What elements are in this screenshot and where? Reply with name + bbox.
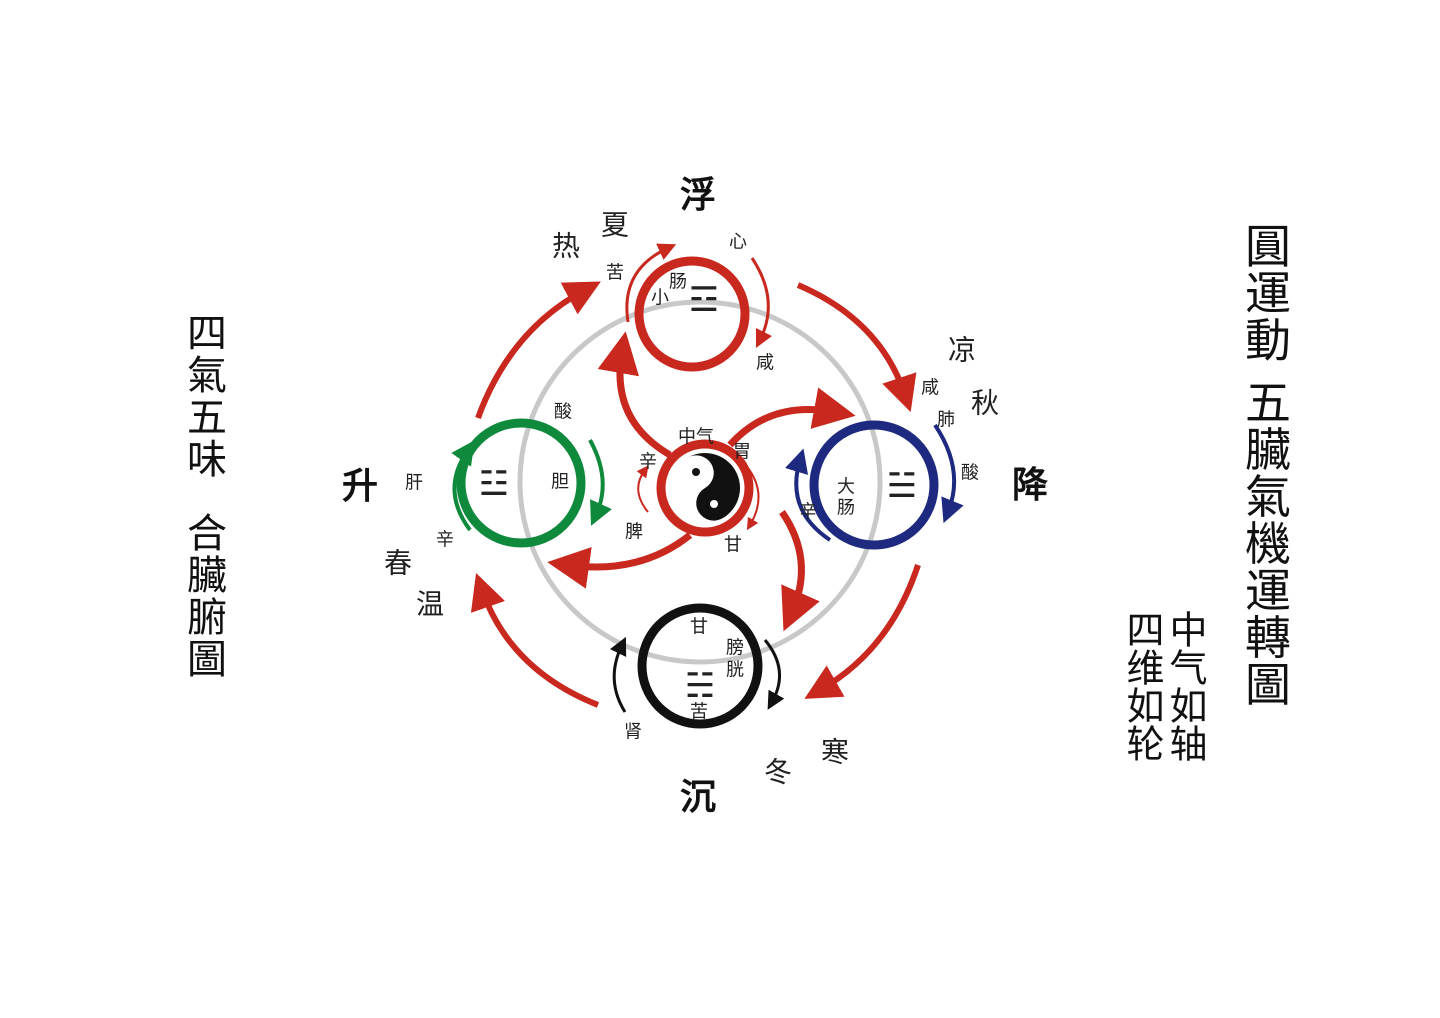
arrow-winter-spring	[470, 573, 600, 708]
arrow-center-top	[597, 331, 672, 459]
inner-top-1: 小	[651, 288, 669, 309]
trigram-bottom: ☵	[685, 666, 715, 706]
center-label: 中气	[678, 427, 714, 448]
organ-spleen: 脾	[625, 522, 643, 543]
orbit-arrow-right-in	[785, 448, 832, 542]
organ-lung: 肺	[937, 410, 955, 431]
left-title-2: 合臟腑圖	[180, 512, 226, 680]
inner-left: 胆	[551, 472, 569, 493]
quality-warm: 温	[416, 588, 444, 621]
taste-center-2: 甘	[724, 535, 742, 556]
quality-cool: 凉	[948, 334, 976, 367]
season-spring: 春	[384, 547, 412, 580]
heart-circle	[634, 256, 750, 372]
taste-left-in: 酸	[554, 402, 572, 423]
taste-right-in: 辛	[799, 502, 817, 523]
arrow-spring-summer	[475, 281, 601, 420]
orbit-arrow-left-out	[588, 439, 612, 526]
quality-cold: 寒	[821, 736, 849, 769]
orbit-arrow-top-out	[750, 257, 773, 349]
left-title-1: 四氣五味	[180, 312, 226, 480]
orbit-arrow-bottom-out	[763, 639, 785, 710]
orbit-arrow-right-out	[933, 423, 964, 524]
orbit-arrow-center-in	[636, 465, 649, 513]
inner-top-2: 肠	[669, 272, 687, 293]
organ-kidney: 肾	[624, 722, 642, 743]
lung-circle	[809, 420, 939, 550]
inner-right-1: 大	[837, 477, 855, 498]
right-title: 圓運動 五臟氣機運轉圖	[1238, 222, 1292, 708]
orbit-arrow-center-out	[746, 467, 760, 531]
inner-bottom-1: 膀	[726, 638, 744, 659]
direction-left: 升	[342, 465, 378, 507]
taste-bottom-out: 苦	[690, 702, 708, 723]
taste-center-1: 辛	[639, 452, 657, 473]
taste-right-pre: 咸	[921, 378, 939, 399]
taste-top-in: 苦	[606, 263, 624, 284]
direction-down: 沉	[680, 776, 716, 818]
central-ring	[517, 299, 883, 665]
season-winter: 冬	[764, 756, 792, 789]
right-col-2: 四维如轮	[1120, 610, 1164, 762]
direction-right: 降	[1012, 464, 1048, 506]
taste-top-out: 咸	[756, 353, 774, 374]
arrow-center-left	[547, 532, 693, 589]
taste-right-out: 酸	[961, 463, 979, 484]
arrow-autumn-winter	[804, 564, 921, 699]
arrow-center-right	[727, 387, 856, 448]
trigram-top: ☲	[689, 280, 719, 320]
organ-liver: 肝	[405, 473, 423, 494]
arrow-center-bottom	[779, 510, 820, 632]
organ-heart: 心	[729, 232, 747, 253]
kidney-circle	[637, 603, 763, 729]
liver-circle	[456, 418, 586, 548]
yin-yang-icon	[687, 453, 740, 521]
right-col-1: 中气如轴	[1163, 610, 1207, 762]
trigram-left: ☳	[479, 464, 509, 504]
trigram-right: ☱	[887, 466, 917, 506]
orbit-arrow-top-in	[625, 243, 677, 323]
taste-bottom-in: 甘	[690, 617, 708, 638]
orbit-arrow-bottom-in	[609, 636, 627, 713]
taste-left-out: 辛	[436, 530, 454, 551]
direction-up: 浮	[680, 174, 716, 216]
inner-right-2: 肠	[837, 498, 855, 519]
inner-bottom-2: 胱	[726, 660, 744, 681]
arrow-summer-autumn	[796, 282, 917, 413]
organ-stomach: 胃	[733, 442, 751, 463]
season-autumn: 秋	[971, 387, 999, 420]
season-summer: 夏	[601, 209, 629, 242]
quality-hot: 热	[552, 230, 580, 263]
